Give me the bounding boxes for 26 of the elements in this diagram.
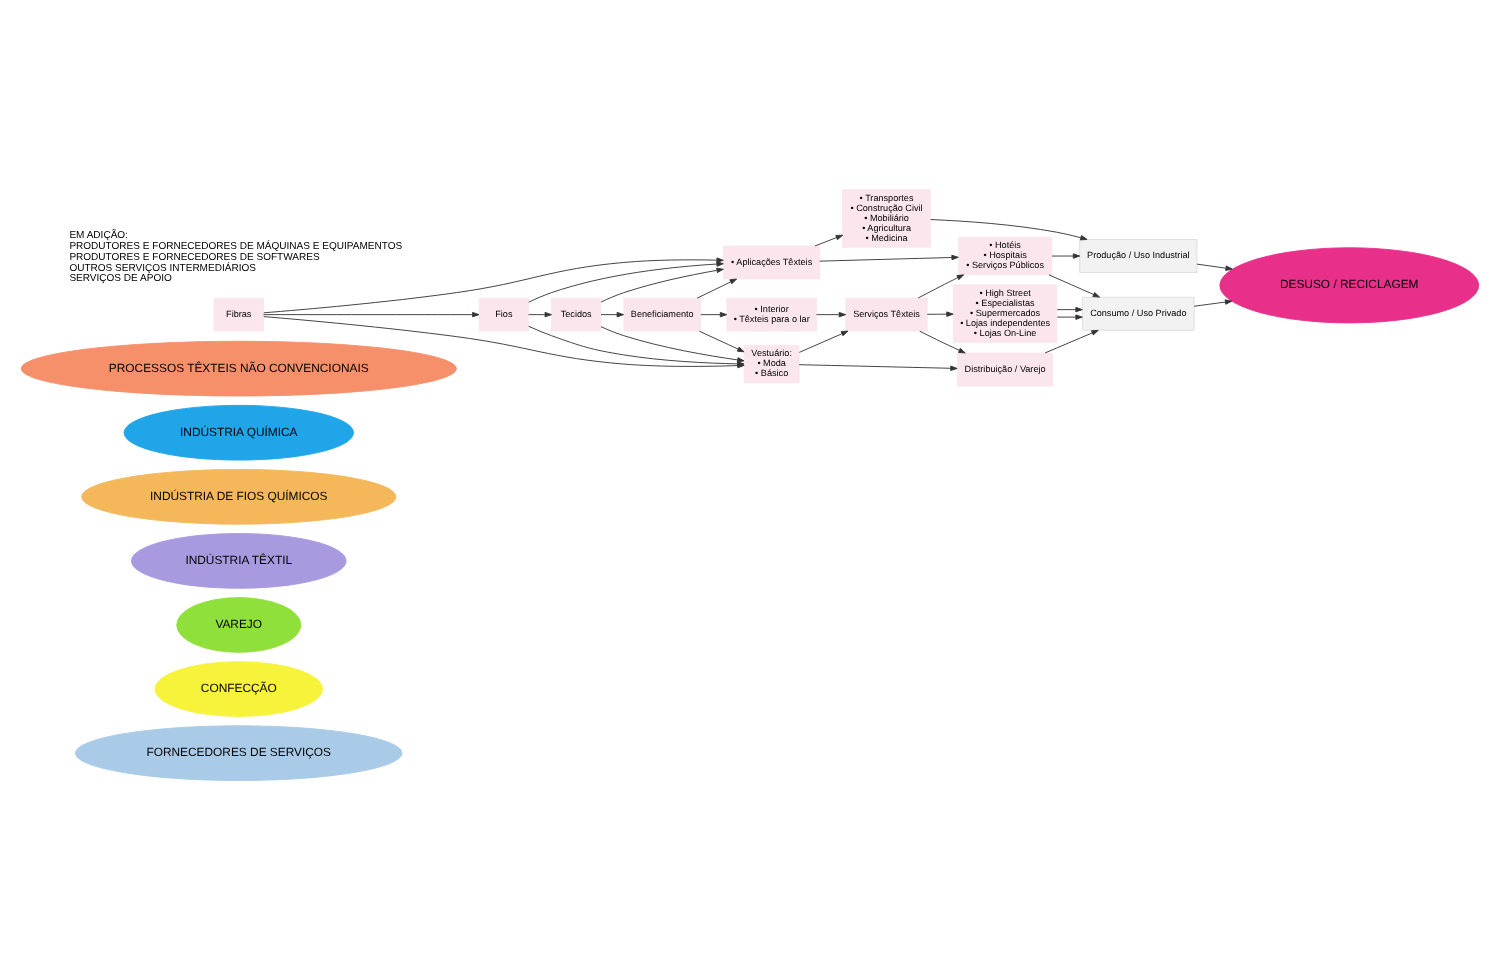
arrow [696,278,738,299]
arrow [819,254,959,262]
arrow [1044,329,1099,354]
arrow [1056,306,1083,313]
arrow [600,326,745,363]
arrow [1196,263,1233,271]
arrow [700,311,728,318]
arrow [930,219,1088,241]
arrow [814,234,844,247]
arrow [798,330,849,353]
arrow [1048,274,1101,298]
arrow [1056,314,1083,320]
arrow [263,311,480,318]
arrow [698,330,745,353]
arrow [1193,299,1233,307]
arrow [528,261,724,303]
arrow [919,330,966,354]
arrow [917,274,965,299]
arrow [816,311,847,318]
arrow [926,311,954,317]
arrow [1051,253,1081,259]
arrow [600,311,624,318]
arrow [600,267,724,303]
arrow [528,311,552,318]
arrow [263,257,724,314]
arrow [798,364,958,371]
